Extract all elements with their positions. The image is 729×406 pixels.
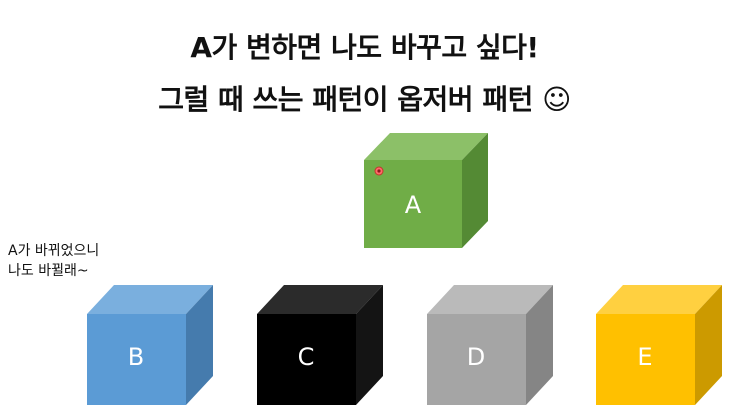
title-line-1: A가 변하면 나도 바꾸고 싶다! [190, 31, 539, 64]
cube-e-top [596, 285, 722, 314]
cube-b-front [87, 314, 186, 405]
cube-e-side [695, 285, 722, 405]
cube-c: C [257, 285, 383, 405]
observer-note-line-1: A가 바뀌었으니 [8, 243, 100, 259]
cube-c-label: C [298, 343, 315, 371]
cube-c-front [257, 314, 356, 405]
observer-note-line-2: 나도 바뀔래~ [8, 263, 89, 279]
cube-a-top [364, 133, 488, 160]
cube-d-front [427, 314, 526, 405]
cube-e-front [596, 314, 695, 405]
cube-d-label: D [467, 343, 485, 371]
cube-e-label: E [637, 343, 652, 371]
cube-a-label: A [405, 191, 422, 219]
cube-a: A [364, 133, 488, 248]
cube-e: E [596, 285, 722, 405]
cube-d: D [427, 285, 553, 405]
cube-b: B [87, 285, 213, 405]
cube-a-side [462, 133, 488, 248]
cube-b-top [87, 285, 213, 314]
title-line-2: 그럴 때 쓰는 패턴이 옵저버 패턴 ☺ [158, 83, 571, 116]
cube-b-label: B [128, 343, 144, 371]
cube-b-side [186, 285, 213, 405]
cube-d-side [526, 285, 553, 405]
cube-c-side [356, 285, 383, 405]
cube-c-top [257, 285, 383, 314]
cube-d-top [427, 285, 553, 314]
